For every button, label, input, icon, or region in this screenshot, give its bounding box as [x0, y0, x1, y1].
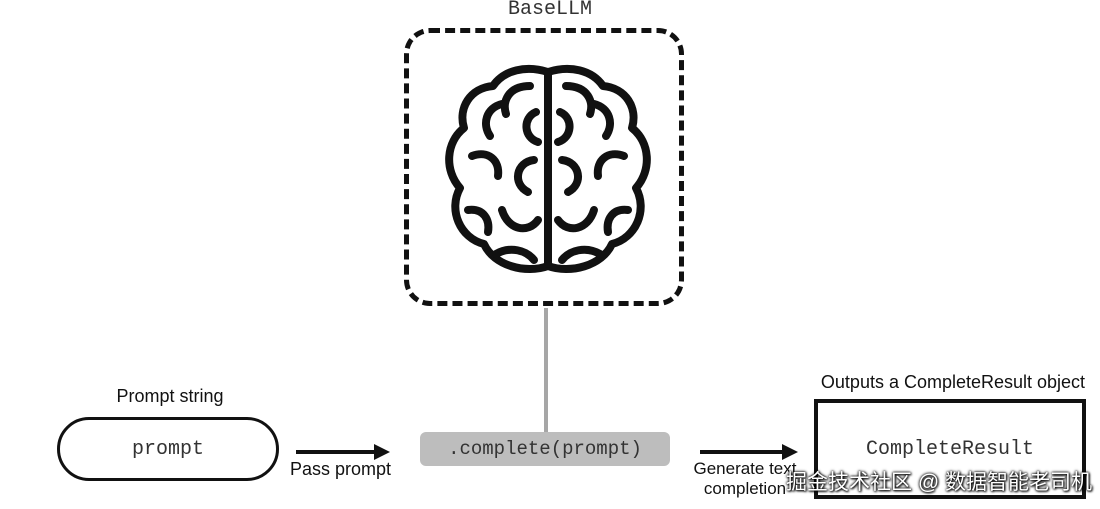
connector-line: [544, 308, 548, 436]
pass-arrow: [296, 444, 390, 460]
llm-box: [404, 28, 684, 306]
prompt-pill: prompt: [57, 417, 279, 481]
prompt-caption: Prompt string: [116, 386, 224, 406]
generate-arrow: [700, 444, 798, 460]
llm-title: BaseLLM: [507, 0, 592, 21]
complete-result-box: CompleteResult: [814, 399, 1086, 499]
pass-prompt-label: Pass prompt: [290, 459, 392, 479]
brain-icon: [445, 64, 651, 273]
output-caption: Outputs a CompleteResult object: [820, 372, 1086, 392]
generate-text-label: Generate text completion: [693, 459, 797, 498]
complete-method-call: .complete(prompt): [420, 432, 670, 466]
watermark: 掘金技术社区 @ 数据智能老司机: [786, 471, 1092, 494]
